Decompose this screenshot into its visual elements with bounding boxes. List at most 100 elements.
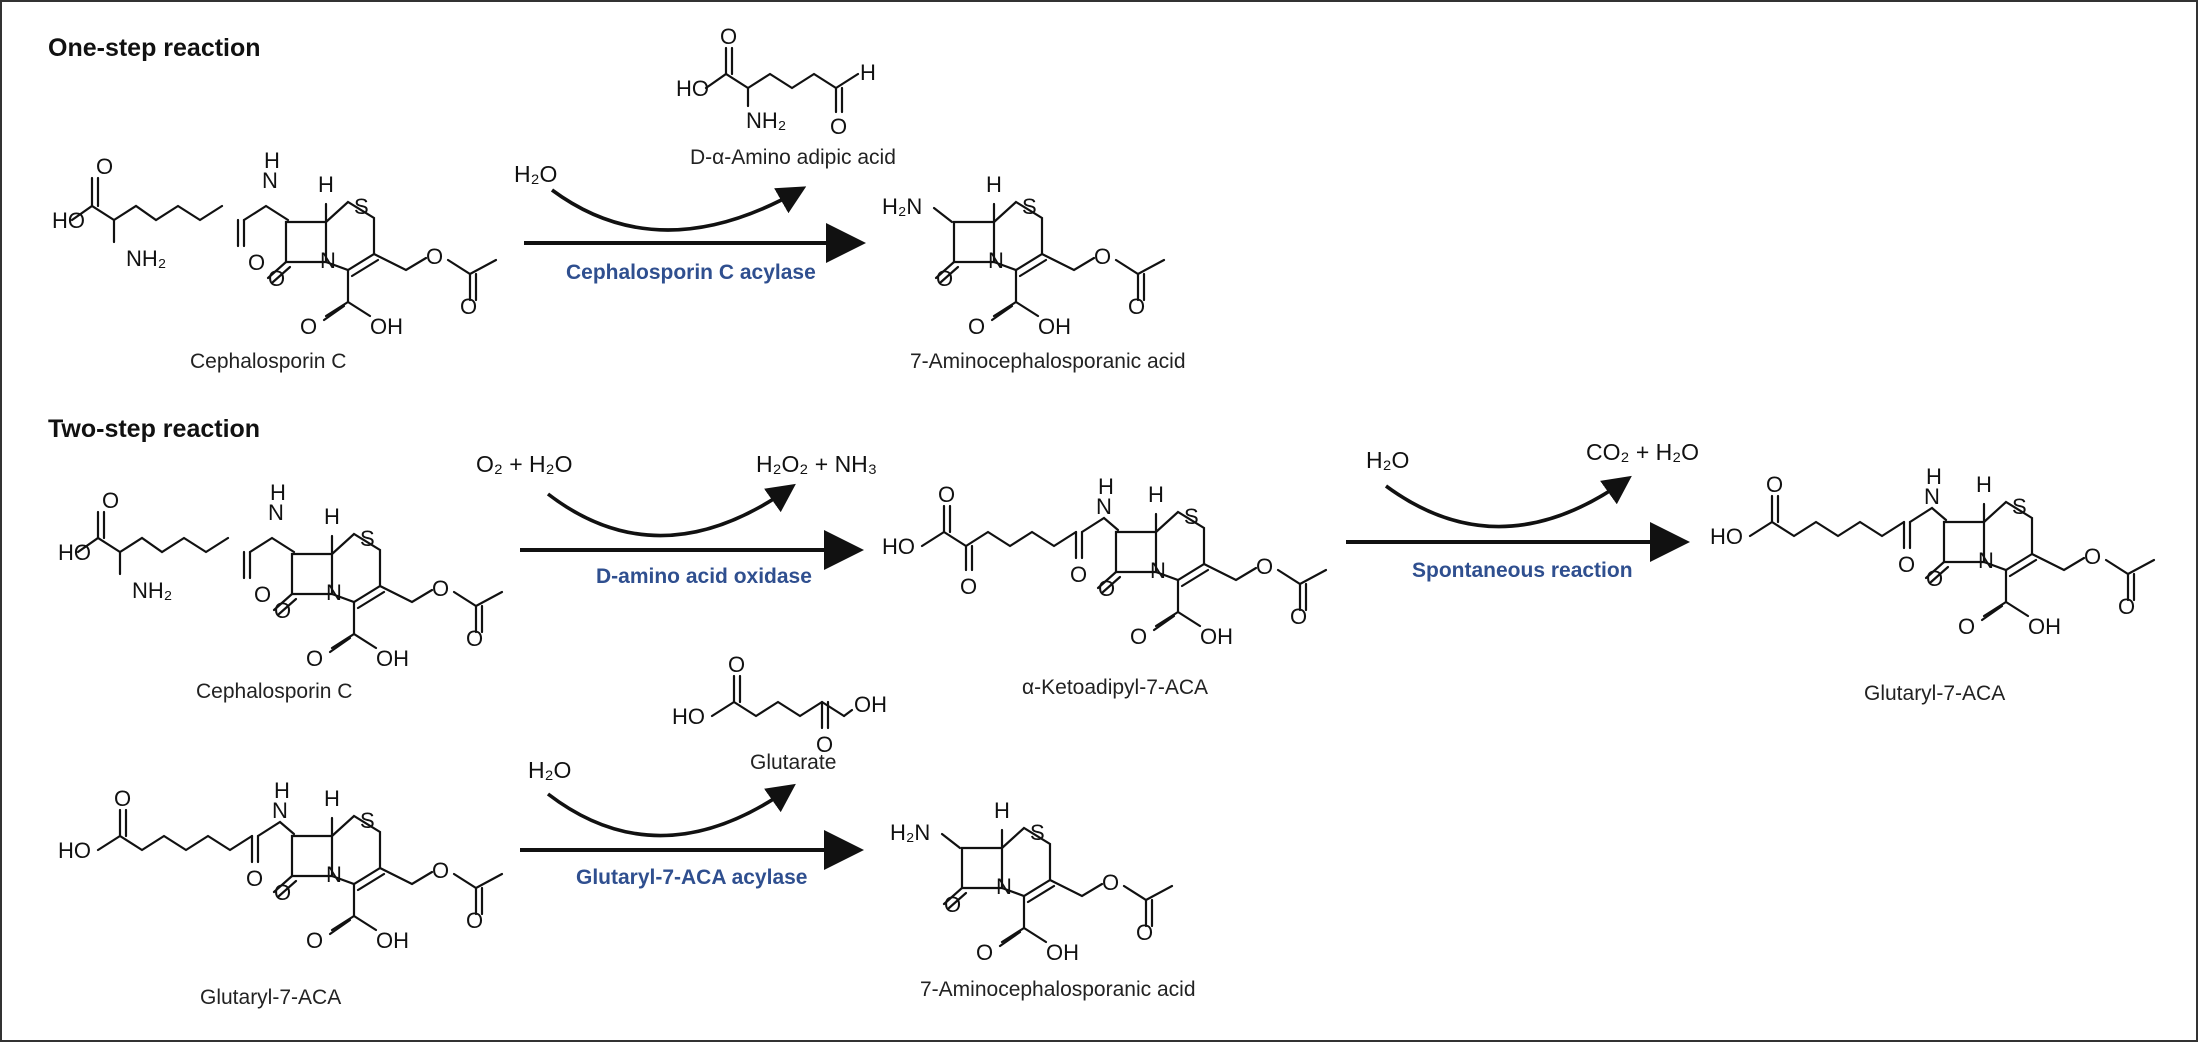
reaction-arrow-1 <box>524 186 866 263</box>
svg-text:O: O <box>268 266 285 291</box>
svg-text:O: O <box>1094 244 1111 269</box>
svg-text:O: O <box>306 646 323 671</box>
svg-text:H: H <box>1098 474 1114 499</box>
reagent-water-1: H₂O <box>514 161 557 187</box>
label-7-aca-1: 7-Aminocephalosporanic acid <box>910 350 1186 373</box>
svg-text:O: O <box>426 244 443 269</box>
svg-text:O: O <box>246 866 263 891</box>
svg-text:H: H <box>1926 464 1942 489</box>
svg-text:HO: HO <box>882 534 915 559</box>
svg-text:O: O <box>1958 614 1975 639</box>
svg-text:H: H <box>1976 472 1992 497</box>
svg-text:H: H <box>318 172 334 197</box>
svg-text:H₂N: H₂N <box>882 194 922 219</box>
svg-text:O: O <box>968 314 985 339</box>
svg-text:HO: HO <box>676 76 709 101</box>
svg-text:O: O <box>306 928 323 953</box>
svg-text:O: O <box>1102 870 1119 895</box>
label-ketoadipyl-7-aca: α-Ketoadipyl-7-ACA <box>1022 676 1208 699</box>
enzyme-d-amino-acid-oxidase: D-amino acid oxidase <box>596 565 812 588</box>
svg-text:H: H <box>324 504 340 529</box>
svg-text:S: S <box>360 808 375 833</box>
svg-text:O: O <box>96 154 113 179</box>
reagent-o2-water: O₂ + H₂O <box>476 451 572 477</box>
reaction-arrow-2 <box>520 483 864 570</box>
label-glutarate: Glutarate <box>750 751 836 774</box>
svg-text:O: O <box>1898 552 1915 577</box>
svg-text:N: N <box>268 500 284 525</box>
svg-text:NH₂: NH₂ <box>126 246 166 271</box>
label-glutaryl-7-aca-1: Glutaryl-7-ACA <box>1864 682 2005 705</box>
label-amino-adipic-acid: D-α-Amino adipic acid <box>690 146 896 169</box>
svg-text:O: O <box>466 626 483 651</box>
svg-text:O: O <box>960 574 977 599</box>
svg-text:N: N <box>326 580 342 605</box>
svg-text:S: S <box>354 194 369 219</box>
product-co2-water: CO₂ + H₂O <box>1586 439 1699 465</box>
structure-cephalosporin-c-1: HO O NH₂ O N H H S O N O O O OH <box>52 148 498 339</box>
svg-text:O: O <box>102 488 119 513</box>
svg-text:N: N <box>326 862 342 887</box>
svg-text:N: N <box>320 248 336 273</box>
svg-text:O: O <box>1290 604 1307 629</box>
label-glutaryl-7-aca-2: Glutaryl-7-ACA <box>200 986 341 1009</box>
svg-text:NH₂: NH₂ <box>132 578 172 603</box>
structure-7-aca-2: H₂N H S O N O O O OH <box>890 798 1174 965</box>
structure-glutarate: HO O OH O <box>672 652 887 757</box>
svg-text:O: O <box>1926 566 1943 591</box>
svg-text:HO: HO <box>52 208 85 233</box>
svg-text:OH: OH <box>376 646 409 671</box>
svg-text:O: O <box>720 24 737 49</box>
svg-text:O: O <box>936 266 953 291</box>
svg-text:O: O <box>114 786 131 811</box>
svg-text:O: O <box>944 892 961 917</box>
svg-text:OH: OH <box>1200 624 1233 649</box>
svg-text:OH: OH <box>2028 614 2061 639</box>
svg-text:O: O <box>274 598 291 623</box>
svg-text:O: O <box>1070 562 1087 587</box>
svg-text:NH₂: NH₂ <box>746 108 786 133</box>
label-7-aca-2: 7-Aminocephalosporanic acid <box>920 978 1196 1001</box>
svg-text:O: O <box>254 582 271 607</box>
svg-text:S: S <box>1030 820 1045 845</box>
svg-text:H: H <box>994 798 1010 823</box>
svg-text:N: N <box>1096 494 1112 519</box>
svg-text:H: H <box>264 148 280 173</box>
svg-text:H: H <box>274 778 290 803</box>
enzyme-spontaneous-reaction: Spontaneous reaction <box>1412 559 1633 582</box>
svg-text:H₂N: H₂N <box>890 820 930 845</box>
reagent-water-4: H₂O <box>528 757 571 783</box>
svg-text:H: H <box>1148 482 1164 507</box>
structure-glutaryl-7-aca-1: HO O O N H H S O N O O O OH <box>1710 464 2156 639</box>
svg-text:N: N <box>988 248 1004 273</box>
svg-text:OH: OH <box>1038 314 1071 339</box>
svg-text:O: O <box>830 114 847 139</box>
section-title-one-step: One-step reaction <box>48 34 261 62</box>
structure-7-aca-1: H₂N H S O N O O O OH <box>882 172 1166 339</box>
svg-text:N: N <box>1978 548 1994 573</box>
section-title-two-step: Two-step reaction <box>48 415 260 443</box>
svg-text:OH: OH <box>854 692 887 717</box>
svg-text:O: O <box>1098 576 1115 601</box>
svg-text:OH: OH <box>376 928 409 953</box>
svg-text:N: N <box>1150 558 1166 583</box>
svg-text:HO: HO <box>58 540 91 565</box>
svg-text:O: O <box>1136 920 1153 945</box>
structure-glutaryl-7-aca-2: HO O O N H H S O N O O O OH <box>58 778 504 953</box>
svg-text:O: O <box>976 940 993 965</box>
reaction-arrow-3 <box>1346 475 1690 562</box>
svg-text:O: O <box>1128 294 1145 319</box>
svg-text:O: O <box>2118 594 2135 619</box>
svg-text:N: N <box>996 874 1012 899</box>
svg-text:O: O <box>816 732 833 757</box>
svg-text:O: O <box>1130 624 1147 649</box>
label-cephalosporin-c-1: Cephalosporin C <box>190 350 346 373</box>
svg-text:H: H <box>324 786 340 811</box>
svg-text:S: S <box>2012 494 2027 519</box>
svg-text:N: N <box>262 168 278 193</box>
label-cephalosporin-c-2: Cephalosporin C <box>196 680 352 703</box>
svg-text:O: O <box>2084 544 2101 569</box>
svg-text:O: O <box>432 858 449 883</box>
